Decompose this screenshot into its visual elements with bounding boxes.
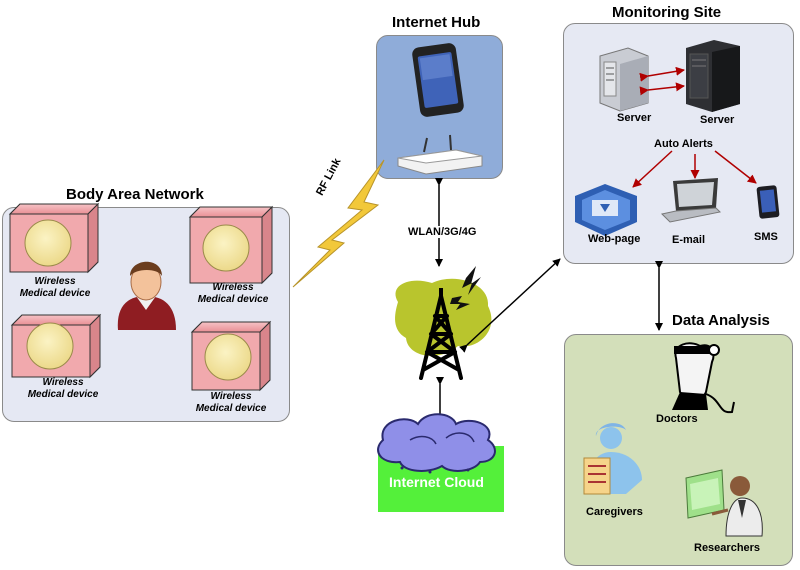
device-label-line1: Wireless	[210, 391, 252, 402]
medical-device-icon	[190, 320, 272, 392]
sms-label: SMS	[754, 231, 778, 243]
patient-person-icon	[117, 261, 176, 330]
internet-cloud-icon	[377, 413, 504, 512]
server-icon	[599, 47, 649, 112]
auto-alerts-label: Auto Alerts	[654, 138, 713, 150]
web-page-icon	[575, 184, 637, 236]
internet-cloud-label: Internet Cloud	[389, 474, 484, 490]
body-area-network-title: Body Area Network	[66, 186, 204, 203]
device-label-line1: Wireless	[212, 282, 254, 293]
server-icon	[686, 40, 740, 112]
doctor-icon	[672, 342, 735, 414]
researchers-label: Researchers	[694, 542, 761, 554]
device-label-line1: Wireless	[42, 377, 84, 388]
device-label-line1: Wireless	[34, 276, 76, 287]
cell-tower-icon	[395, 266, 492, 380]
mobile-phone-icon	[756, 185, 780, 219]
device-label-line2: Medical device	[27, 389, 99, 400]
caregivers-label: Caregivers	[586, 506, 643, 518]
device-label-line2: Medical device	[19, 288, 91, 299]
internet-hub-title: Internet Hub	[392, 14, 481, 31]
server-label: Server	[617, 112, 652, 124]
server-label: Server	[700, 114, 735, 126]
data-analysis-title: Data Analysis	[672, 312, 770, 329]
web-page-label: Web-page	[588, 233, 641, 245]
rf-link-lightning-icon	[292, 159, 385, 288]
doctors-label: Doctors	[656, 413, 698, 425]
caregiver-icon	[583, 423, 642, 495]
monitoring-site-title: Monitoring Site	[612, 4, 722, 21]
device-label: Wireless Medical device	[0, 276, 110, 300]
medical-device-icon	[10, 313, 102, 379]
router-icon	[397, 134, 483, 175]
medical-device-icon	[8, 202, 100, 274]
smartphone-icon	[412, 43, 464, 117]
device-label: Wireless Medical device	[176, 391, 286, 415]
wlan-label: WLAN/3G/4G	[406, 226, 479, 238]
device-label: Wireless Medical device	[178, 282, 288, 306]
device-label-line2: Medical device	[195, 403, 267, 414]
device-label: Wireless Medical device	[8, 377, 118, 401]
device-label-line2: Medical device	[197, 294, 269, 305]
email-label: E-mail	[672, 234, 706, 246]
researcher-icon	[685, 469, 763, 537]
laptop-icon	[660, 178, 722, 223]
medical-device-icon	[188, 205, 274, 285]
